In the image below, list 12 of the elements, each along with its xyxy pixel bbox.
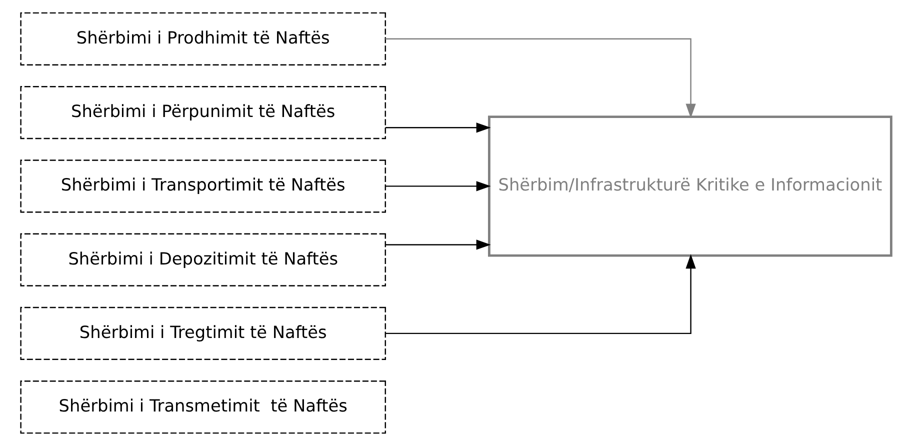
node-box: Shërbimi i Përpunimit të Naftës <box>20 86 386 140</box>
arrow <box>385 38 696 118</box>
node-box: Shërbimi i Transmetimit të Naftës <box>20 380 386 434</box>
arrow <box>385 254 696 334</box>
node-box: Shërbimi i Transportimit të Naftës <box>20 160 386 213</box>
arrow <box>386 181 491 192</box>
arrow <box>386 122 491 133</box>
node-box: Shërbimi i Tregtimit të Naftës <box>20 306 386 360</box>
node-box: Shërbimi i Prodhimit të Naftës <box>20 12 386 66</box>
node-box: Shërbim/Infrastrukturë Kritike e Informacionit <box>488 116 892 257</box>
node-box: Shërbimi i Depozitimit të Naftës <box>20 233 386 286</box>
arrow <box>386 240 491 250</box>
